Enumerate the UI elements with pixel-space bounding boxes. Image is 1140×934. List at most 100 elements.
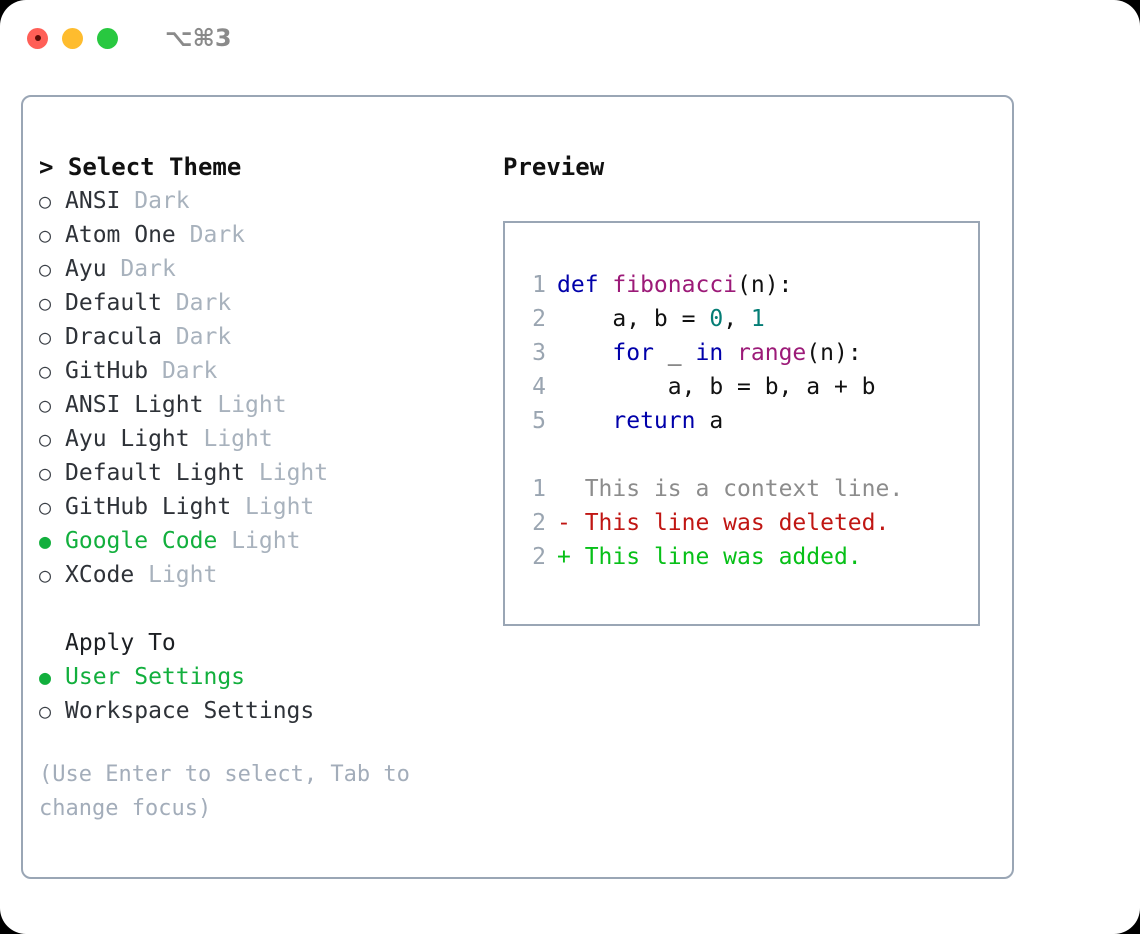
- code-line-content: return a: [557, 404, 723, 438]
- code-line-number: 1: [532, 272, 546, 298]
- code-token: [557, 408, 612, 434]
- theme-option-tag: Dark: [161, 358, 218, 384]
- apply-to-option-user-settings[interactable]: ● User Settings: [39, 660, 499, 694]
- theme-option-ayu-light[interactable]: ○Ayu Light Light: [39, 422, 499, 456]
- diff-line-added: 2+ This line was added.: [523, 540, 978, 574]
- code-token: 0: [709, 306, 724, 332]
- theme-option-atom-one[interactable]: ○Atom One Dark: [39, 218, 499, 252]
- code-line: 5 return a: [523, 404, 978, 438]
- label-tag-gap: [107, 252, 121, 286]
- radio-selected-icon: ●: [39, 529, 52, 553]
- theme-option-label: GitHub Light: [65, 494, 232, 520]
- theme-option-label: Default Light: [65, 460, 246, 486]
- theme-option-label: Atom One: [65, 222, 176, 248]
- theme-option-default[interactable]: ○Default Dark: [39, 286, 499, 320]
- radio-selected-icon: ●: [39, 665, 52, 689]
- select-theme-heading: > Select Theme: [39, 153, 242, 181]
- code-line: 3 for _ in range(n):: [523, 336, 978, 370]
- preview-heading: Preview: [503, 153, 605, 181]
- theme-option-tag: Light: [148, 562, 218, 588]
- code-token: def: [557, 272, 613, 298]
- theme-option-label: Ayu: [65, 256, 107, 282]
- list-spacer: [39, 592, 499, 626]
- code-line-number: 5: [532, 408, 546, 434]
- diff-line-number: 2: [532, 510, 546, 536]
- label-tag-gap: [148, 354, 162, 388]
- label-tag-gap: [162, 320, 176, 354]
- theme-option-ansi[interactable]: ○ ANSI Dark: [39, 184, 499, 218]
- minimize-window-button[interactable]: [62, 27, 83, 49]
- theme-option-label: Dracula: [65, 324, 162, 350]
- theme-option-tag: Light: [258, 460, 329, 486]
- theme-picker-column: > Select Theme ○ANSI Dark○Atom One Dark○…: [39, 150, 499, 826]
- diff-marker-deleted: -: [557, 510, 585, 536]
- diff-marker-context: [557, 472, 585, 506]
- theme-option-xcode[interactable]: ○ XCode Light: [39, 558, 499, 592]
- theme-option-github-light[interactable]: ○GitHub Light Light: [39, 490, 499, 524]
- code-token: (n):: [737, 272, 793, 298]
- keyboard-hint-text: (Use Enter to select, Tab to change focu…: [39, 762, 424, 821]
- diff-line-deleted: 2- This line was deleted.: [523, 506, 978, 540]
- diff-line-content: This line was added.: [584, 544, 862, 570]
- radio-unselected-icon: ○: [39, 291, 52, 315]
- theme-option-label: GitHub: [65, 358, 149, 384]
- theme-option-ayu[interactable]: ○ Ayu Dark: [39, 252, 499, 286]
- radio-unselected-icon: ○: [39, 393, 52, 417]
- theme-option-label: ANSI: [65, 188, 121, 214]
- diff-line-number: 1: [532, 476, 546, 502]
- code-token: [557, 340, 612, 366]
- traffic-light-group: [27, 27, 118, 49]
- label-tag-gap: [231, 490, 245, 524]
- code-line-content: def fibonacci(n):: [557, 268, 792, 302]
- theme-option-label: ANSI Light: [65, 392, 204, 418]
- diff-sample: 1 This is a context line.2- This line wa…: [523, 472, 978, 574]
- theme-option-google-code[interactable]: ● Google Code Light: [39, 524, 499, 558]
- code-token: 1: [750, 306, 765, 332]
- label-tag-gap: [134, 558, 148, 592]
- theme-option-default-light[interactable]: ○ Default Light Light: [39, 456, 499, 490]
- radio-unselected-icon: ○: [39, 223, 52, 247]
- label-tag-gap: [217, 524, 231, 558]
- theme-option-tag: Dark: [175, 324, 232, 350]
- code-token: for: [612, 340, 654, 366]
- theme-option-tag: Dark: [134, 188, 190, 214]
- radio-unselected-icon: ○: [39, 563, 52, 587]
- code-token: fibonacci: [612, 272, 738, 298]
- code-line-number: 3: [532, 340, 546, 366]
- theme-option-label: Ayu Light: [65, 426, 190, 452]
- code-token: a: [695, 408, 724, 434]
- apply-to-option-label: User Settings: [65, 664, 246, 690]
- theme-option-ansi-light[interactable]: ○ ANSI Light Light: [39, 388, 499, 422]
- main-panel: > Select Theme ○ANSI Dark○Atom One Dark○…: [21, 95, 1014, 879]
- label-tag-gap: [176, 218, 190, 252]
- radio-unselected-icon: ○: [39, 461, 52, 485]
- theme-option-label: XCode: [65, 562, 135, 588]
- label-tag-gap: [162, 286, 176, 320]
- code-token: [723, 340, 737, 366]
- maximize-window-button[interactable]: [97, 27, 118, 49]
- theme-option-tag: Light: [217, 392, 287, 418]
- apply-to-option-workspace-settings[interactable]: ○Workspace Settings: [39, 694, 499, 728]
- code-token: range: [737, 340, 807, 366]
- label-tag-gap: [245, 456, 259, 490]
- label-tag-gap: [120, 184, 134, 218]
- radio-unselected-icon: ○: [39, 189, 52, 213]
- theme-option-tag: Light: [231, 528, 301, 554]
- radio-unselected-icon: ○: [39, 325, 52, 349]
- radio-unselected-icon: ○: [39, 427, 52, 451]
- diff-line-content: This line was deleted.: [584, 510, 890, 536]
- theme-option-github[interactable]: ○ GitHub Dark: [39, 354, 499, 388]
- theme-option-label: Google Code: [65, 528, 218, 554]
- diff-line-number: 2: [532, 544, 546, 570]
- close-window-button[interactable]: [27, 27, 48, 49]
- theme-option-tag: Dark: [120, 256, 176, 282]
- radio-unselected-icon: ○: [39, 257, 52, 281]
- radio-unselected-icon: ○: [39, 359, 52, 383]
- theme-option-tag: Light: [245, 494, 315, 520]
- theme-option-dracula[interactable]: ○ Dracula Dark: [39, 320, 499, 354]
- code-token: _: [653, 340, 696, 366]
